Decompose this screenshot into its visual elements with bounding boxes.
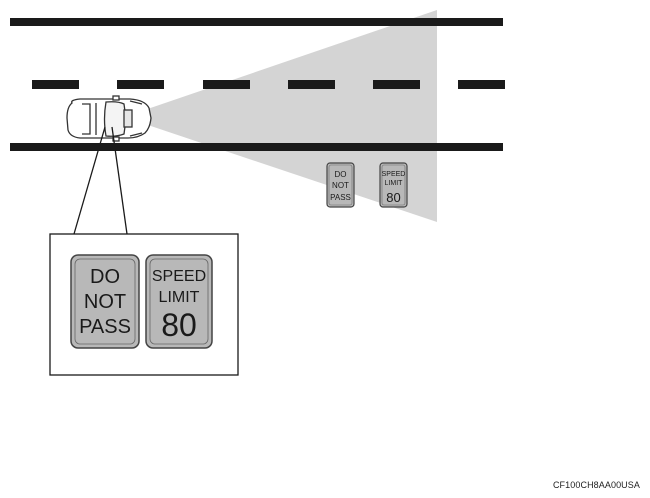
sign-large-line1: DO: [90, 266, 120, 288]
road-edge-top: [10, 18, 503, 26]
do-not-pass-sign-small: DO NOT PASS: [326, 162, 355, 208]
lane-dash: [288, 80, 335, 89]
lane-dash: [117, 80, 164, 89]
sign-large-speed-value: 80: [161, 307, 197, 343]
lane-dash: [32, 80, 79, 89]
sign-small-speed-line2: LIMIT: [385, 180, 404, 187]
sign-small-line2: NOT: [332, 181, 349, 190]
sign-small-line3: PASS: [330, 193, 351, 202]
do-not-pass-sign-large: DO NOT PASS: [70, 254, 140, 349]
road-edge-bottom: [10, 143, 503, 151]
speed-limit-sign-small: SPEED LIMIT 80: [379, 162, 408, 208]
sign-large-speed-line2: LIMIT: [159, 289, 200, 306]
lane-dash: [458, 80, 505, 89]
sign-large-speed-line1: SPEED: [152, 268, 206, 285]
sign-small-line1: DO: [335, 170, 347, 179]
lane-dash: [373, 80, 420, 89]
callout-leader: [73, 126, 128, 235]
sign-small-speed-line1: SPEED: [382, 171, 406, 178]
sign-large-line3: PASS: [79, 316, 131, 338]
lane-dash: [203, 80, 250, 89]
camera-field-of-view: [124, 10, 437, 222]
car-icon: [66, 95, 152, 142]
sign-large-line2: NOT: [84, 291, 126, 313]
figure-code-caption: CF100CH8AA00USA: [552, 480, 640, 490]
lane-divider: [32, 80, 505, 89]
speed-limit-sign-large: SPEED LIMIT 80: [145, 254, 213, 349]
sign-small-speed-value: 80: [386, 190, 400, 205]
